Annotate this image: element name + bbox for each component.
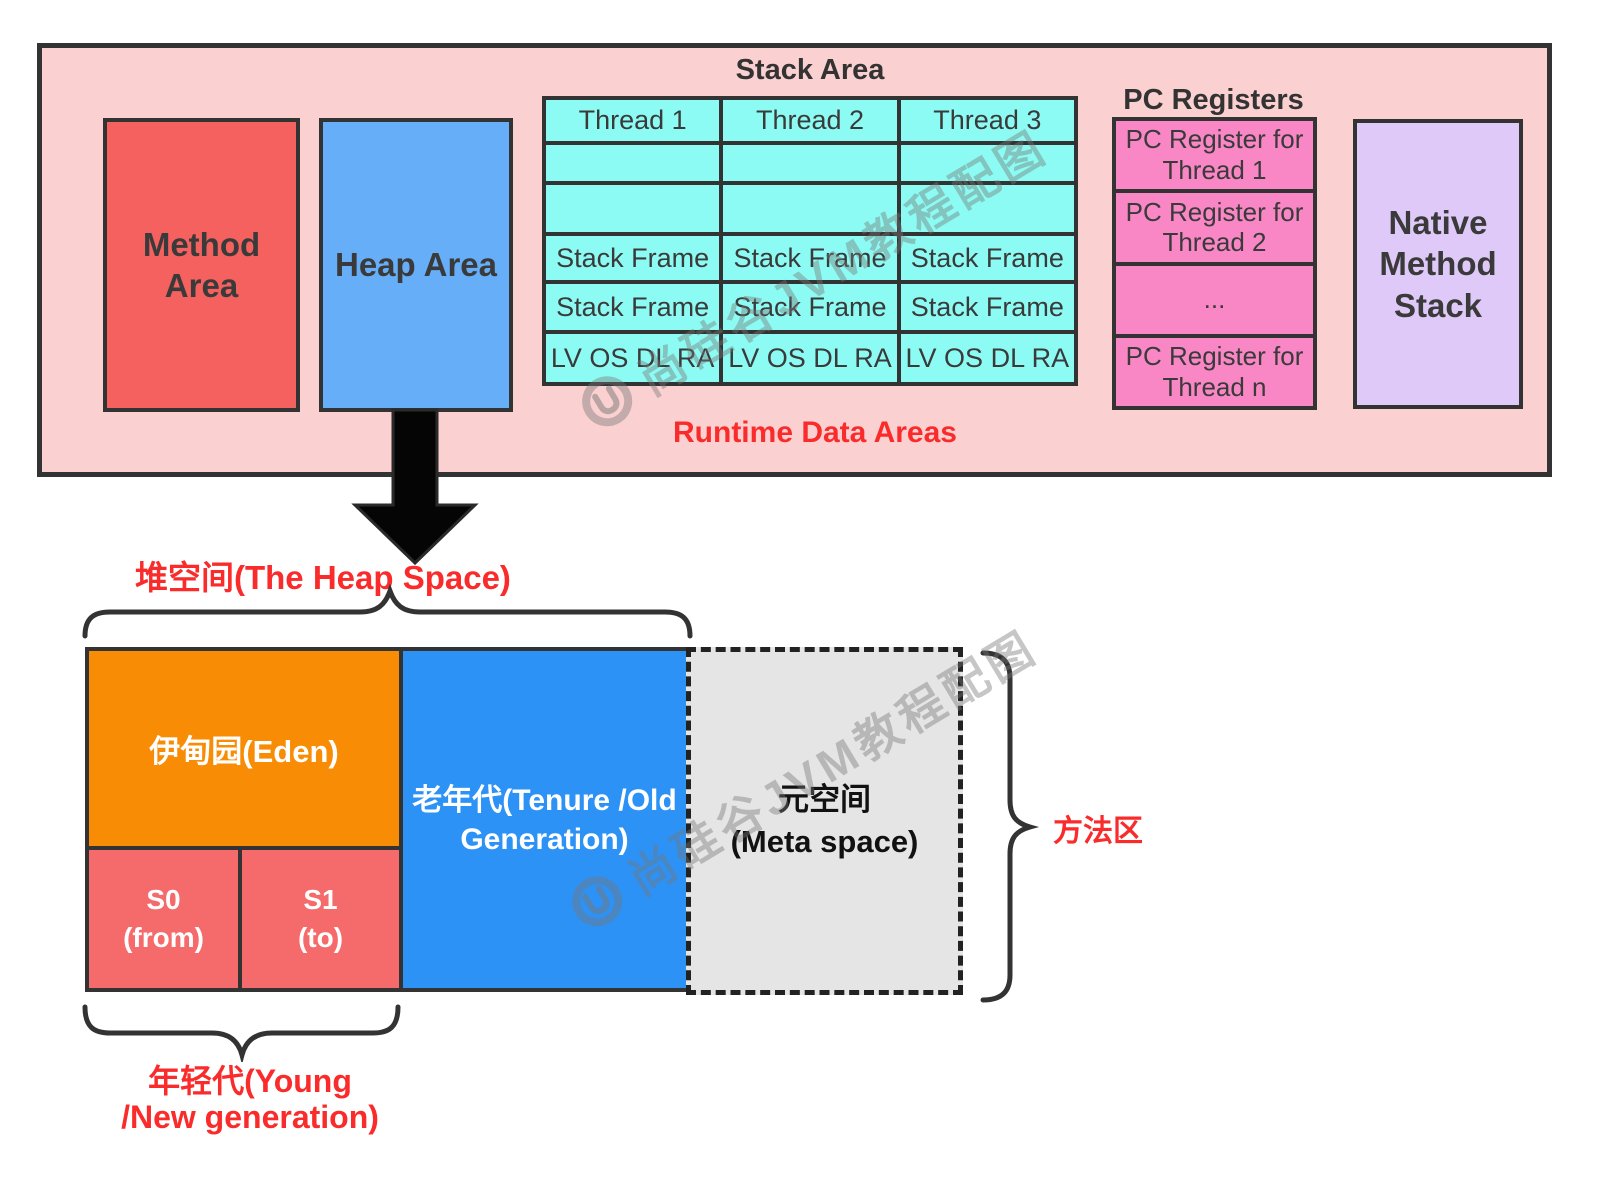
lv-os-dl-ra-cell: LV OS DL RA (900, 334, 1074, 382)
stack-col-header: Thread 1 (546, 100, 720, 141)
survivor0-label: S0 (from) (123, 884, 204, 953)
heap-space-brace (82, 584, 693, 639)
pc-register-cell: PC Register for Thread 1 (1116, 121, 1313, 190)
stack-col-header: Thread 2 (723, 100, 897, 141)
lv-os-dl-ra-cell: LV OS DL RA (723, 334, 897, 382)
stack-area-table: Thread 1 Thread 2 Thread 3 Stack Frame S… (542, 96, 1078, 386)
stack-cell-empty (900, 185, 1074, 232)
stack-cell-empty (546, 185, 720, 232)
survivor0-box: S0 (from) (85, 846, 242, 992)
survivor1-box: S1 (to) (238, 846, 403, 992)
old-generation-box: 老年代(Tenure /Old Generation) (399, 647, 690, 992)
native-method-stack-box: Native Method Stack (1353, 119, 1523, 409)
old-generation-label: 老年代(Tenure /Old Generation) (412, 783, 677, 856)
meta-space-label: 元空间 (Meta space) (730, 782, 919, 859)
pc-register-ellipsis-cell: ... (1116, 265, 1313, 334)
stack-frame-cell: Stack Frame (723, 284, 897, 330)
stack-frame-cell: Stack Frame (723, 236, 897, 280)
stack-frame-cell: Stack Frame (546, 284, 720, 330)
stack-col-header: Thread 3 (900, 100, 1074, 141)
young-generation-brace (82, 1004, 401, 1062)
stack-cell-empty (723, 145, 897, 181)
stack-frame-cell: Stack Frame (900, 284, 1074, 330)
method-area-box: Method Area (103, 118, 300, 412)
stack-area-title: Stack Area (735, 54, 885, 86)
native-method-stack-label: Native Method Stack (1379, 204, 1497, 324)
stack-cell-empty (900, 145, 1074, 181)
lv-os-dl-ra-cell: LV OS DL RA (546, 334, 720, 382)
eden-label: 伊甸园(Eden) (149, 734, 339, 769)
stack-frame-cell: Stack Frame (900, 236, 1074, 280)
stack-cell-empty (723, 185, 897, 232)
stack-cell-empty (546, 145, 720, 181)
down-arrow-icon (351, 408, 479, 566)
heap-area-label: Heap Area (334, 246, 498, 284)
pc-registers-title: PC Registers (1123, 84, 1304, 116)
method-area-brace (980, 650, 1040, 1003)
pc-register-cell: PC Register for Thread n (1116, 337, 1313, 406)
heap-area-box: Heap Area (319, 118, 513, 412)
pc-register-cell: PC Register for Thread 2 (1116, 193, 1313, 262)
method-area-label: Method Area (142, 225, 261, 304)
stack-frame-cell: Stack Frame (546, 236, 720, 280)
eden-box: 伊甸园(Eden) (85, 647, 403, 850)
survivor1-label: S1 (to) (297, 884, 344, 953)
pc-registers-table: PC Register for Thread 1 PC Register for… (1112, 117, 1317, 410)
runtime-data-areas-label: Runtime Data Areas (673, 416, 957, 449)
young-generation-label: 年轻代(Young /New generation) (121, 1063, 379, 1135)
meta-space-box: 元空间 (Meta space) (686, 647, 963, 995)
heap-space-title: 堆空间(The Heap Space) (135, 559, 511, 596)
method-area-cn-label: 方法区 (1053, 815, 1143, 848)
